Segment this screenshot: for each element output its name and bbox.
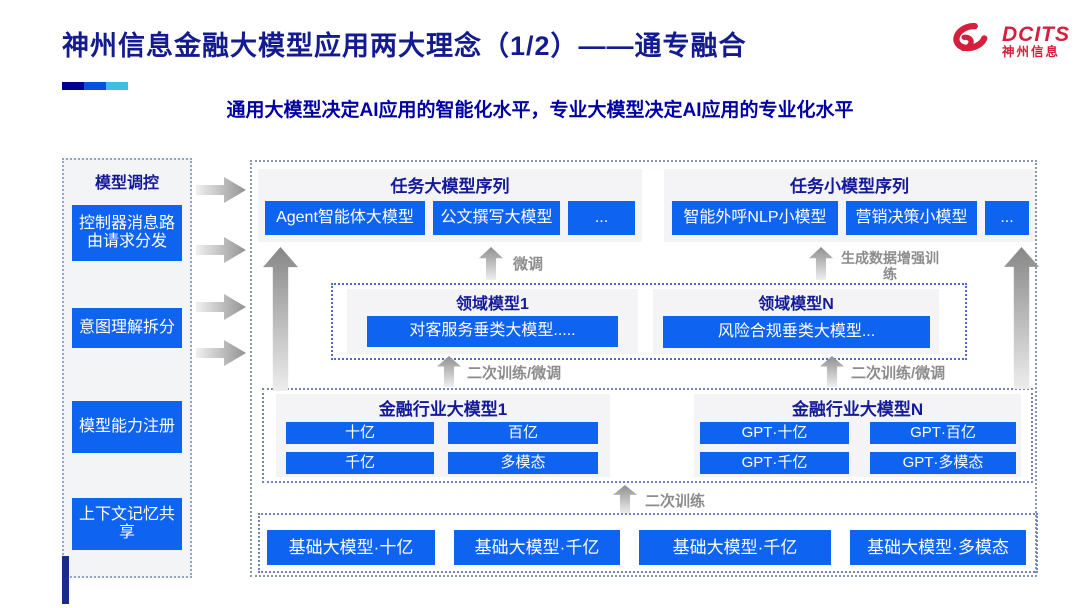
task-large-box-agent: Agent智能体大模型 [265, 201, 425, 235]
industry-n-title: 金融行业大模型N [791, 400, 924, 419]
company-logo: DCITS 神州信息 [944, 20, 1070, 64]
industry-1-box-10billion: 百亿 [448, 422, 598, 444]
secondary-right-label: 二次训练/微调 [851, 365, 946, 382]
industry-n-box-gpt-billion: GPT·十亿 [700, 422, 849, 444]
industry-n-box-gpt-10billion: GPT·百亿 [870, 422, 1016, 444]
domain-1-title: 领域模型1 [456, 296, 529, 313]
finetune-label: 微调 [513, 256, 544, 273]
base-model-box-100billion-a: 基础大模型·千亿 [454, 530, 620, 565]
page-title: 神州信息金融大模型应用两大理念（1/2）——通专融合 [62, 31, 747, 61]
domain-1-model-box: 对客服务垂类大模型..... [367, 316, 618, 347]
connector-right-arrow-icon [196, 340, 246, 366]
base-model-box-100billion-b: 基础大模型·千亿 [639, 530, 831, 565]
industry-n-box-gpt-100billion: GPT·千亿 [700, 452, 849, 474]
main-frame [250, 160, 1037, 577]
sidebar-title: 模型调控 [94, 175, 159, 192]
task-large-title: 任务大模型序列 [390, 177, 510, 196]
logo-company-text: 神州信息 [1002, 45, 1061, 60]
task-small-title: 任务小模型序列 [790, 177, 909, 196]
sidebar-item-registry: 模型能力注册 [72, 401, 182, 453]
sidebar-item-router: 控制器消息路由请求分发 [72, 205, 182, 261]
base-models-frame: 基础大模型·十亿 基础大模型·千亿 基础大模型·千亿 基础大模型·多模态 [258, 513, 1038, 573]
task-small-box-marketing: 营销决策小模型 [846, 201, 977, 235]
industry-1-box-100billion: 千亿 [286, 452, 434, 474]
connector-right-arrow-icon [196, 237, 246, 263]
base-model-box-billion: 基础大模型·十亿 [267, 530, 435, 565]
domain-n-title: 领域模型N [758, 296, 834, 313]
task-small-model-section: 任务小模型序列 智能外呼NLP小模型 营销决策小模型 ... [664, 169, 1035, 242]
task-large-box-doc: 公文撰写大模型 [433, 201, 560, 235]
industry-1-box-multimodal: 多模态 [448, 452, 598, 474]
slide-subtitle: 通用大模型决定AI应用的智能化水平，专业大模型决定AI应用的专业化水平 [226, 100, 854, 121]
industry-model-n-section: 金融行业大模型N GPT·十亿 GPT·百亿 GPT·千亿 GPT·多模态 [694, 394, 1021, 477]
industry-1-box-billion: 十亿 [286, 422, 434, 444]
task-small-box-nlp: 智能外呼NLP小模型 [672, 201, 838, 235]
model-control-sidebar: 模型调控 控制器消息路由请求分发 意图理解拆分 模型能力注册 上下文记忆共享 [62, 158, 192, 578]
logo-brand-text: DCITS [1002, 23, 1070, 47]
domain-model-n-section: 领域模型N 风险合规垂类大模型... [653, 289, 939, 354]
dcits-swirl-icon [953, 22, 988, 52]
connector-right-arrow-icon [196, 177, 246, 203]
domain-n-model-box: 风险合规垂类大模型... [663, 316, 930, 348]
task-large-box-more: ... [568, 201, 635, 235]
industry-1-title: 金融行业大模型1 [378, 400, 508, 419]
industry-models-frame [262, 388, 1033, 483]
task-small-box-more: ... [985, 201, 1029, 235]
base-model-box-multimodal: 基础大模型·多模态 [850, 530, 1026, 565]
secondary-left-label: 二次训练/微调 [467, 365, 562, 382]
secondary-bottom-label: 二次训练 [645, 493, 706, 510]
sidebar-item-context: 上下文记忆共享 [72, 498, 182, 550]
title-accent-bar [62, 82, 128, 90]
sidebar-item-intent: 意图理解拆分 [72, 308, 182, 348]
industry-n-box-gpt-multimodal: GPT·多模态 [870, 452, 1016, 474]
domain-model-1-section: 领域模型1 对客服务垂类大模型..... [347, 289, 638, 354]
task-large-model-section: 任务大模型序列 Agent智能体大模型 公文撰写大模型 ... [258, 169, 642, 242]
industry-model-1-section: 金融行业大模型1 十亿 百亿 千亿 多模态 [276, 394, 610, 477]
connector-right-arrow-icon [196, 294, 246, 320]
bottom-left-decorative-stripe [62, 556, 69, 604]
gen-data-label: 生成数据增强训练 [841, 250, 939, 282]
